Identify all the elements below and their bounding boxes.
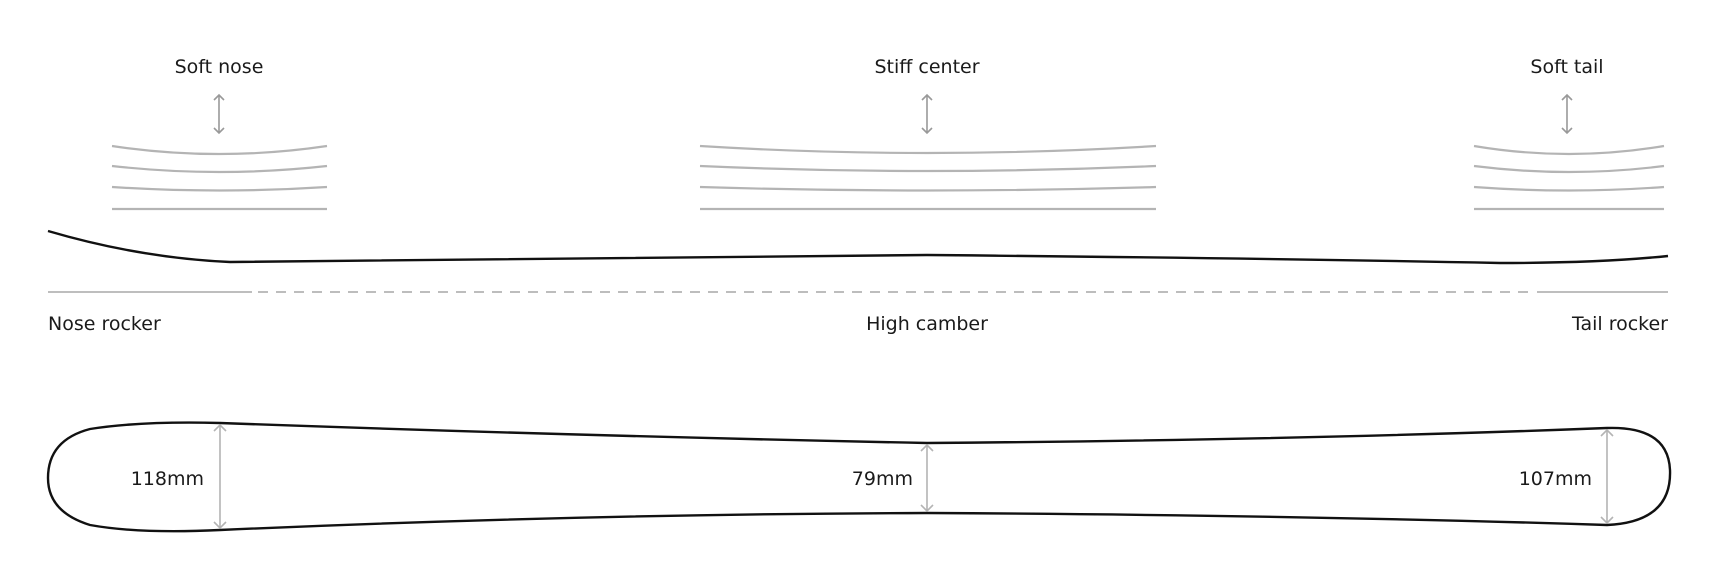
tail-flex-lines: [1473, 144, 1665, 211]
ski-profile: [47, 229, 1669, 265]
nose-flex-lines: [111, 144, 328, 211]
waist-width-arrow-icon: [920, 443, 934, 513]
high-camber-label: High camber: [866, 313, 988, 335]
waist-width-label: 79mm: [852, 468, 913, 490]
tail-rocker-label: Tail rocker: [1571, 313, 1668, 335]
nose-flex-arrow-icon: [213, 93, 225, 135]
ski-outline: [46, 421, 1672, 533]
stiff-center-label: Stiff center: [874, 56, 979, 78]
nose-rocker-label: Nose rocker: [48, 313, 161, 335]
soft-nose-label: Soft nose: [175, 56, 264, 78]
tail-width-label: 107mm: [1519, 468, 1592, 490]
tail-width-arrow-icon: [1600, 428, 1614, 525]
center-flex-lines: [699, 144, 1157, 211]
tail-flex-arrow-icon: [1561, 93, 1573, 135]
nose-width-arrow-icon: [213, 423, 227, 530]
nose-width-label: 118mm: [131, 468, 204, 490]
soft-tail-label: Soft tail: [1530, 56, 1603, 78]
center-flex-arrow-icon: [921, 93, 933, 135]
